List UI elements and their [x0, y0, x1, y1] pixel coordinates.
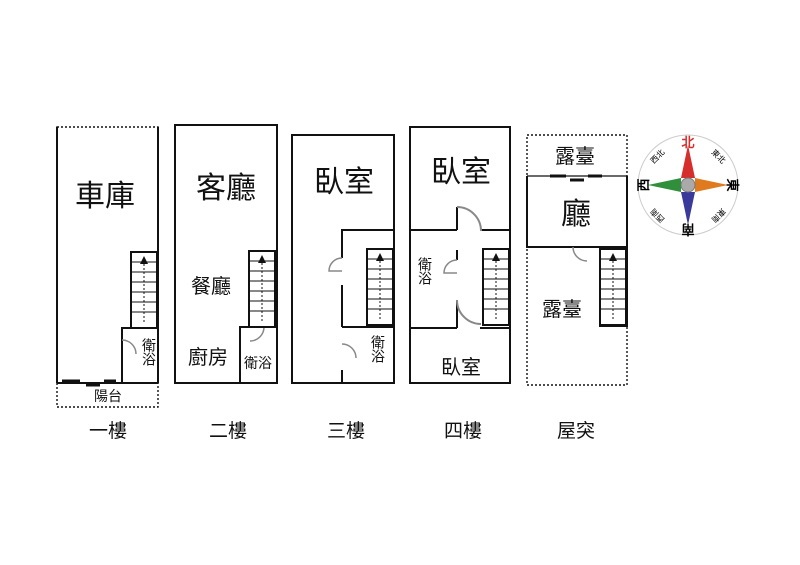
floor-1-plan: 車庫 衛浴 陽台 一樓: [56, 126, 159, 442]
floor-4-stair-icon: [482, 248, 510, 326]
floor-4-outline: [409, 126, 511, 384]
floor-3-title: 三樓: [327, 420, 365, 442]
floor-4-bedroom-top-label: 臥室: [431, 155, 491, 190]
floor-2-living-label: 客廳: [196, 171, 256, 206]
floor-2-stair-icon: [248, 250, 276, 328]
floor-1-title: 一樓: [89, 420, 127, 442]
floor-2-dining-label: 餐廳: [191, 274, 231, 298]
floor-1-balcony-label: 陽台: [94, 389, 122, 405]
floor-3-bath-label: 衛浴: [369, 335, 385, 363]
floor-3-plan: 臥室 衛浴 三樓: [291, 134, 395, 442]
floor-2-bath-label: 衛浴: [244, 356, 272, 372]
compass-west-label: 西: [637, 178, 652, 191]
compass-north-label: 北: [681, 136, 694, 151]
floor-3-stair-icon: [366, 248, 394, 326]
floor-4-bedroom-bottom-label: 臥室: [441, 355, 481, 379]
floor-4-title: 四樓: [444, 420, 482, 442]
floor-2-kitchen-label: 廚房: [188, 345, 228, 369]
floor-1-garage-label: 車庫: [75, 179, 135, 214]
roof-hall-label: 廳: [561, 197, 591, 232]
compass-south-label: 南: [681, 221, 694, 237]
roof-plan: 露臺 廳 露臺 屋突: [526, 134, 628, 442]
floor-3-bedroom-label: 臥室: [314, 165, 374, 200]
floor-1-bath-label: 衛浴: [140, 338, 156, 366]
floor-4-plan: 臥室 衛浴 臥室 四樓: [409, 126, 511, 442]
compass-rose-icon: 北 南 東 西 西北 東北 東南 西南: [637, 134, 740, 237]
floor-2-outline: [174, 124, 278, 384]
roof-title: 屋突: [557, 420, 595, 442]
floor-2-title: 二樓: [209, 420, 247, 442]
floor-1-stair-icon: [130, 251, 158, 329]
roof-terrace-top-label: 露臺: [555, 144, 595, 168]
compass-east-label: 東: [724, 178, 740, 191]
floor-4-bath-label: 衛浴: [416, 257, 432, 285]
roof-terrace-bottom-label: 露臺: [542, 297, 582, 321]
floor-2-plan: 客廳 餐廳 廚房 衛浴 二樓: [174, 124, 278, 442]
roof-stair-icon: [599, 248, 627, 326]
